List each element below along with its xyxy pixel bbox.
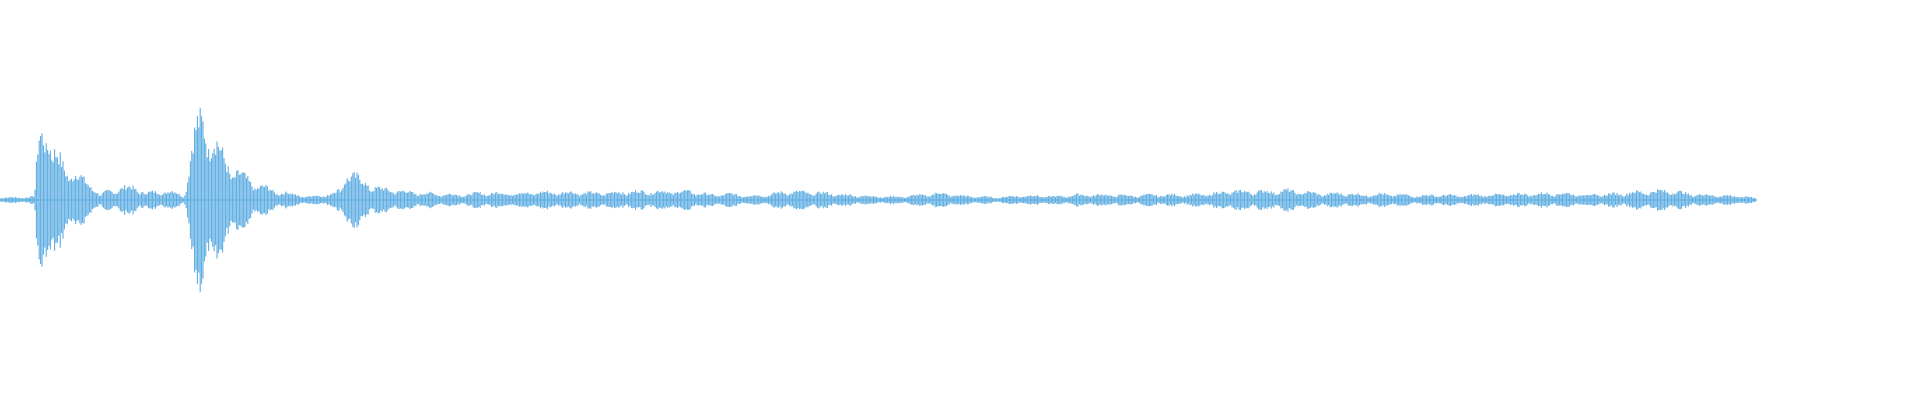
waveform-peaks	[0, 107, 1757, 293]
